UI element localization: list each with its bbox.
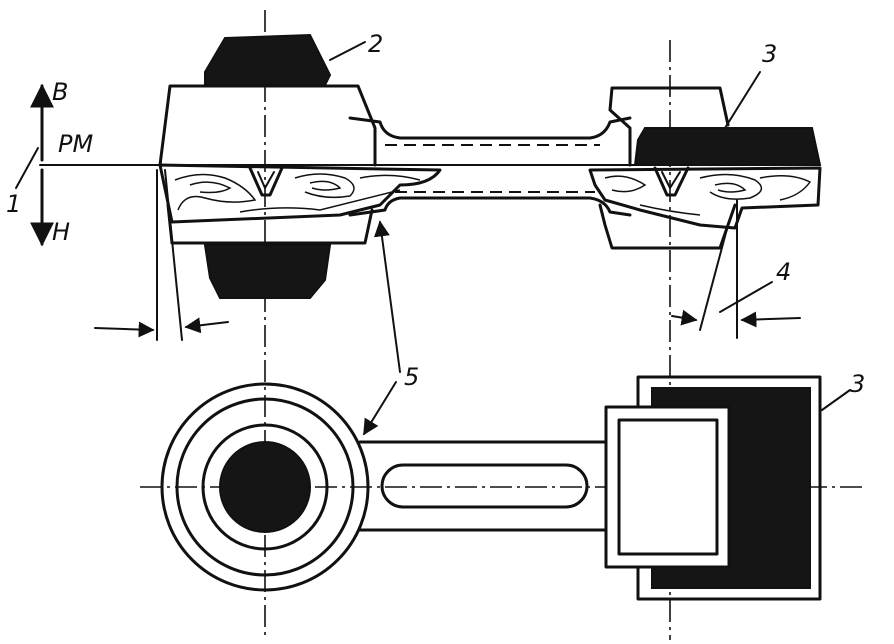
label-4: 4 bbox=[776, 258, 791, 286]
grain-line bbox=[604, 175, 647, 193]
lower-tool-block bbox=[203, 244, 332, 299]
small-end-head-outer bbox=[604, 405, 731, 569]
big-end-second-ring bbox=[175, 397, 355, 577]
lower-flash-cavity bbox=[348, 196, 632, 217]
label-3-bottom: 3 bbox=[850, 370, 865, 398]
upper-die bbox=[158, 84, 730, 167]
rod-shank-outline bbox=[358, 440, 610, 532]
leader-3-bottom bbox=[821, 389, 851, 411]
leader-5-to-rod bbox=[363, 381, 397, 436]
forging-workpiece bbox=[158, 163, 822, 230]
label-2: 2 bbox=[368, 30, 383, 58]
big-end-outer-ring bbox=[160, 382, 370, 592]
draft-slope-line bbox=[699, 224, 729, 331]
big-end-bore-ring bbox=[201, 423, 329, 551]
workpiece-outline-left bbox=[158, 163, 442, 224]
grain-line bbox=[639, 204, 701, 216]
label-1: 1 bbox=[6, 190, 21, 218]
upper-die-outline-right bbox=[608, 86, 730, 167]
leader-2 bbox=[329, 41, 366, 61]
label-3-top: 3 bbox=[762, 40, 777, 68]
leader-1 bbox=[15, 147, 39, 189]
draft-dimension-arrow-out bbox=[184, 317, 229, 334]
grain-line bbox=[759, 175, 812, 201]
upper-tool-block-2 bbox=[204, 33, 332, 86]
grain-line bbox=[359, 174, 421, 181]
grain-line bbox=[239, 189, 401, 213]
big-end-solid-core bbox=[219, 441, 311, 533]
grain-line bbox=[714, 182, 747, 193]
right-tool-block-3 bbox=[633, 127, 822, 166]
v-notch-left-inner bbox=[257, 171, 275, 191]
leader-5-to-flash bbox=[373, 220, 401, 373]
leader-3-top bbox=[724, 71, 761, 129]
upper-flash-cavity bbox=[348, 116, 632, 140]
label-pm: PM bbox=[58, 130, 93, 158]
label-5: 5 bbox=[404, 363, 419, 391]
workpiece-outline-right bbox=[588, 166, 822, 230]
draft-slope-line bbox=[164, 169, 183, 341]
draft-dimension-arrow-out bbox=[671, 309, 698, 326]
draft-angle-right bbox=[671, 199, 801, 339]
grain-line bbox=[189, 181, 232, 194]
upper-die-outline-left bbox=[158, 84, 377, 167]
label-h: H bbox=[52, 218, 70, 246]
grain-line bbox=[699, 173, 763, 200]
label-b: B bbox=[52, 78, 68, 106]
grain-line bbox=[174, 173, 257, 211]
grain-line bbox=[294, 173, 355, 199]
v-notch-right bbox=[653, 166, 690, 197]
draft-dimension-arrow-in bbox=[94, 321, 155, 338]
draft-angle-left bbox=[94, 169, 229, 341]
v-notch-left bbox=[248, 166, 284, 197]
lower-die-outline-left bbox=[166, 203, 374, 245]
grain-line bbox=[309, 180, 342, 191]
rod-slot bbox=[380, 463, 589, 509]
connecting-rod-plan-view bbox=[160, 375, 822, 601]
leader-4 bbox=[719, 281, 773, 313]
small-end-head-inner bbox=[617, 418, 719, 556]
v-notch-right-inner bbox=[661, 171, 681, 191]
draft-dimension-arrow-in bbox=[740, 311, 801, 328]
